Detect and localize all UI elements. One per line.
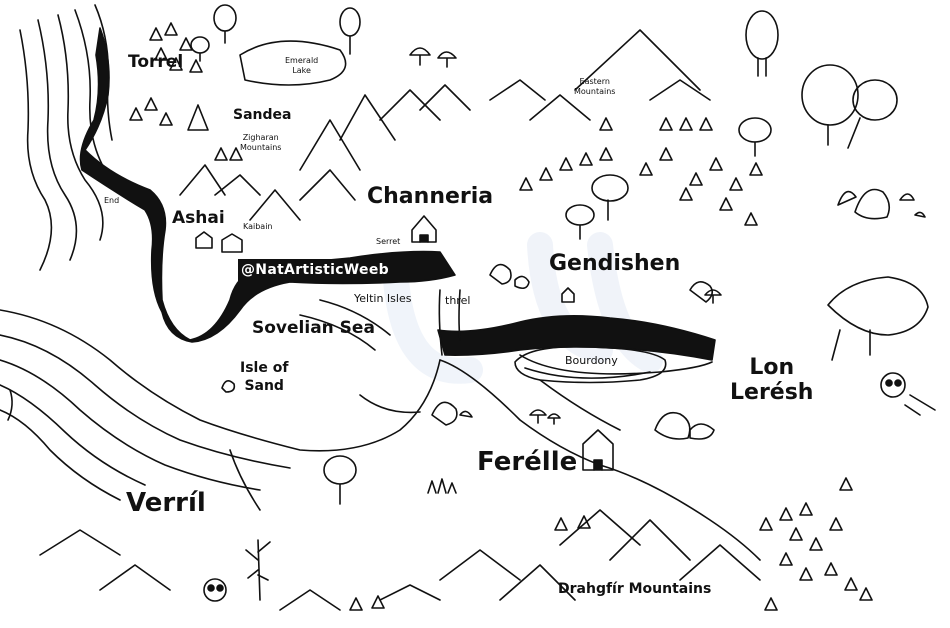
channel-link-2 [458,289,461,341]
label-serret: Serret [376,237,401,246]
label-lon-leresh: Lon Lerésh [730,355,814,406]
label-gendishen: Gendishen [549,251,681,276]
mushrooms [409,47,722,425]
label-ashai: Ashai [172,208,225,228]
channel-link [438,289,443,356]
label-yeltin-isles: Yeltin Isles [354,292,412,305]
houses [187,104,614,471]
label-emerald-lake: Emerald Lake [285,56,319,75]
label-zigharan-mountains: Zigharan Mountains [240,133,282,152]
watermark-text: @NatArtisticWeeb [241,262,389,278]
forest-triangles [129,22,873,611]
label-isle-of-sand: Isle of Sand [240,360,289,394]
label-sovelian-sea: Sovelian Sea [252,318,375,338]
skulls [203,372,936,602]
western-contours [19,4,113,271]
shrubs [427,478,457,494]
label-kaibain: Kaibain [243,222,273,231]
label-ferelle: Ferélle [477,447,578,477]
label-channeria: Channeria [367,184,494,209]
eastern-channel [437,314,716,361]
label-bourdony: Bourdony [565,354,618,367]
coastline [0,299,761,561]
mountain-ranges [39,29,761,611]
label-drahgfir-mountains: Drahgfír Mountains [558,581,712,597]
watermark-banner [238,259,408,281]
bourdony-island [514,345,667,384]
label-sandea: Sandea [233,107,292,123]
label-verril: Verríl [126,488,206,518]
label-torrel: Torrel [128,52,184,72]
label-eastern-mountains: Eastern Mountains [574,77,616,96]
emerald-lake-shore [239,40,347,86]
round-trees [190,4,898,601]
label-threl: threl [445,294,471,307]
rocks [221,188,929,440]
bourdony-hatching [524,367,651,379]
label-end: End [104,196,120,205]
